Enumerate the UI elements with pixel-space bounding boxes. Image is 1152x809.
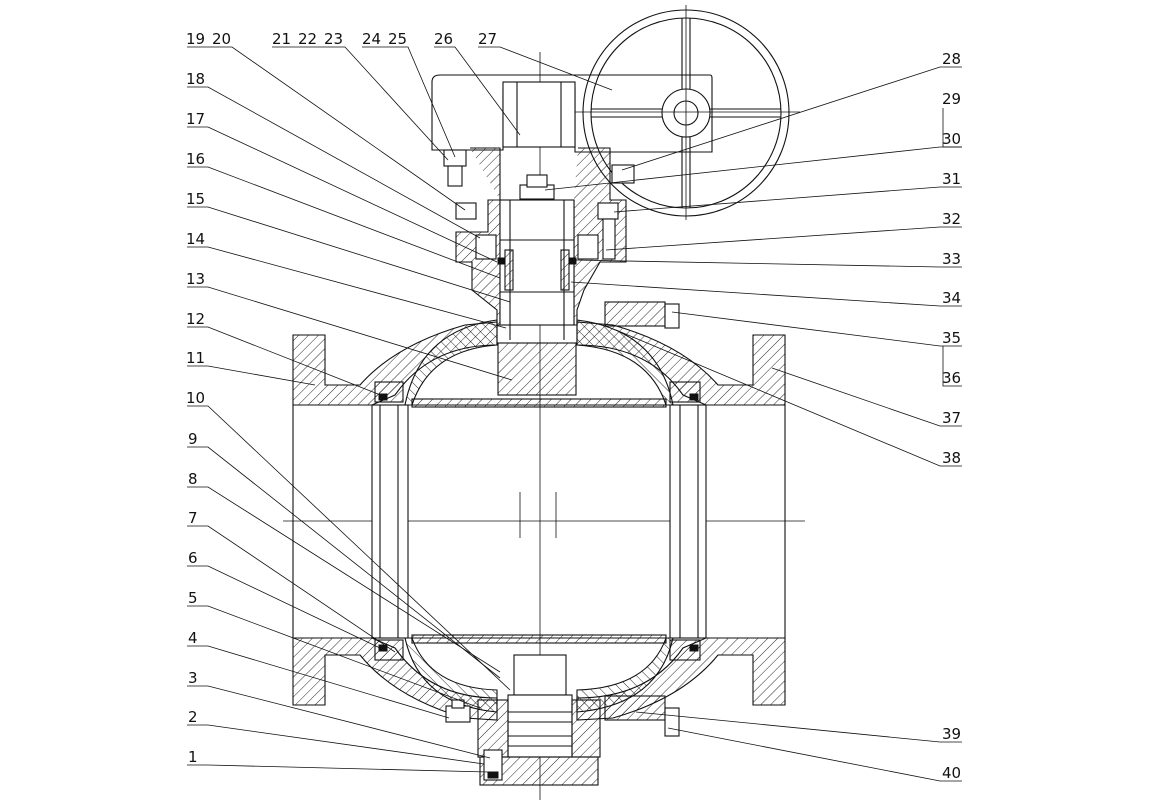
gearbox-housing: [431, 74, 713, 153]
label-19: 19: [186, 30, 205, 48]
ball: [404, 319, 674, 713]
label-1: 1: [188, 748, 198, 766]
label-4: 4: [188, 629, 198, 647]
label-25: 25: [388, 30, 407, 48]
label-11: 11: [186, 349, 205, 367]
label-30: 30: [942, 130, 961, 148]
bottom-trunnion: [445, 654, 601, 786]
label-21: 21: [272, 30, 291, 48]
leader-lines: [187, 46, 962, 782]
label-8: 8: [188, 470, 198, 488]
label-16: 16: [186, 150, 205, 168]
label-17: 17: [186, 110, 205, 128]
label-31: 31: [942, 170, 961, 188]
label-13: 13: [186, 270, 205, 288]
label-7: 7: [188, 509, 198, 527]
label-32: 32: [942, 210, 961, 228]
label-3: 3: [188, 669, 198, 687]
label-6: 6: [188, 549, 198, 567]
label-24: 24: [362, 30, 381, 48]
label-37: 37: [942, 409, 961, 427]
seats: [371, 381, 707, 661]
label-5: 5: [188, 589, 198, 607]
top-bolts: [443, 149, 635, 260]
label-35: 35: [942, 329, 961, 347]
label-33: 33: [942, 250, 961, 268]
label-27: 27: [478, 30, 497, 48]
label-12: 12: [186, 310, 205, 328]
label-38: 38: [942, 449, 961, 467]
label-2: 2: [188, 708, 198, 726]
label-9: 9: [188, 430, 198, 448]
part-labels: 1 2 3 4 5 6 7 8 9 10 11 12 13 14 15 16 1…: [186, 30, 961, 782]
label-22: 22: [298, 30, 317, 48]
label-14: 14: [186, 230, 205, 248]
label-34: 34: [942, 289, 961, 307]
label-15: 15: [186, 190, 205, 208]
label-29: 29: [942, 90, 961, 108]
label-26: 26: [434, 30, 453, 48]
label-36: 36: [942, 369, 961, 387]
label-39: 39: [942, 725, 961, 743]
label-28: 28: [942, 50, 961, 68]
label-23: 23: [324, 30, 343, 48]
handwheel: [582, 9, 790, 217]
label-40: 40: [942, 764, 961, 782]
label-10: 10: [186, 389, 205, 407]
label-20: 20: [212, 30, 231, 48]
label-18: 18: [186, 70, 205, 88]
